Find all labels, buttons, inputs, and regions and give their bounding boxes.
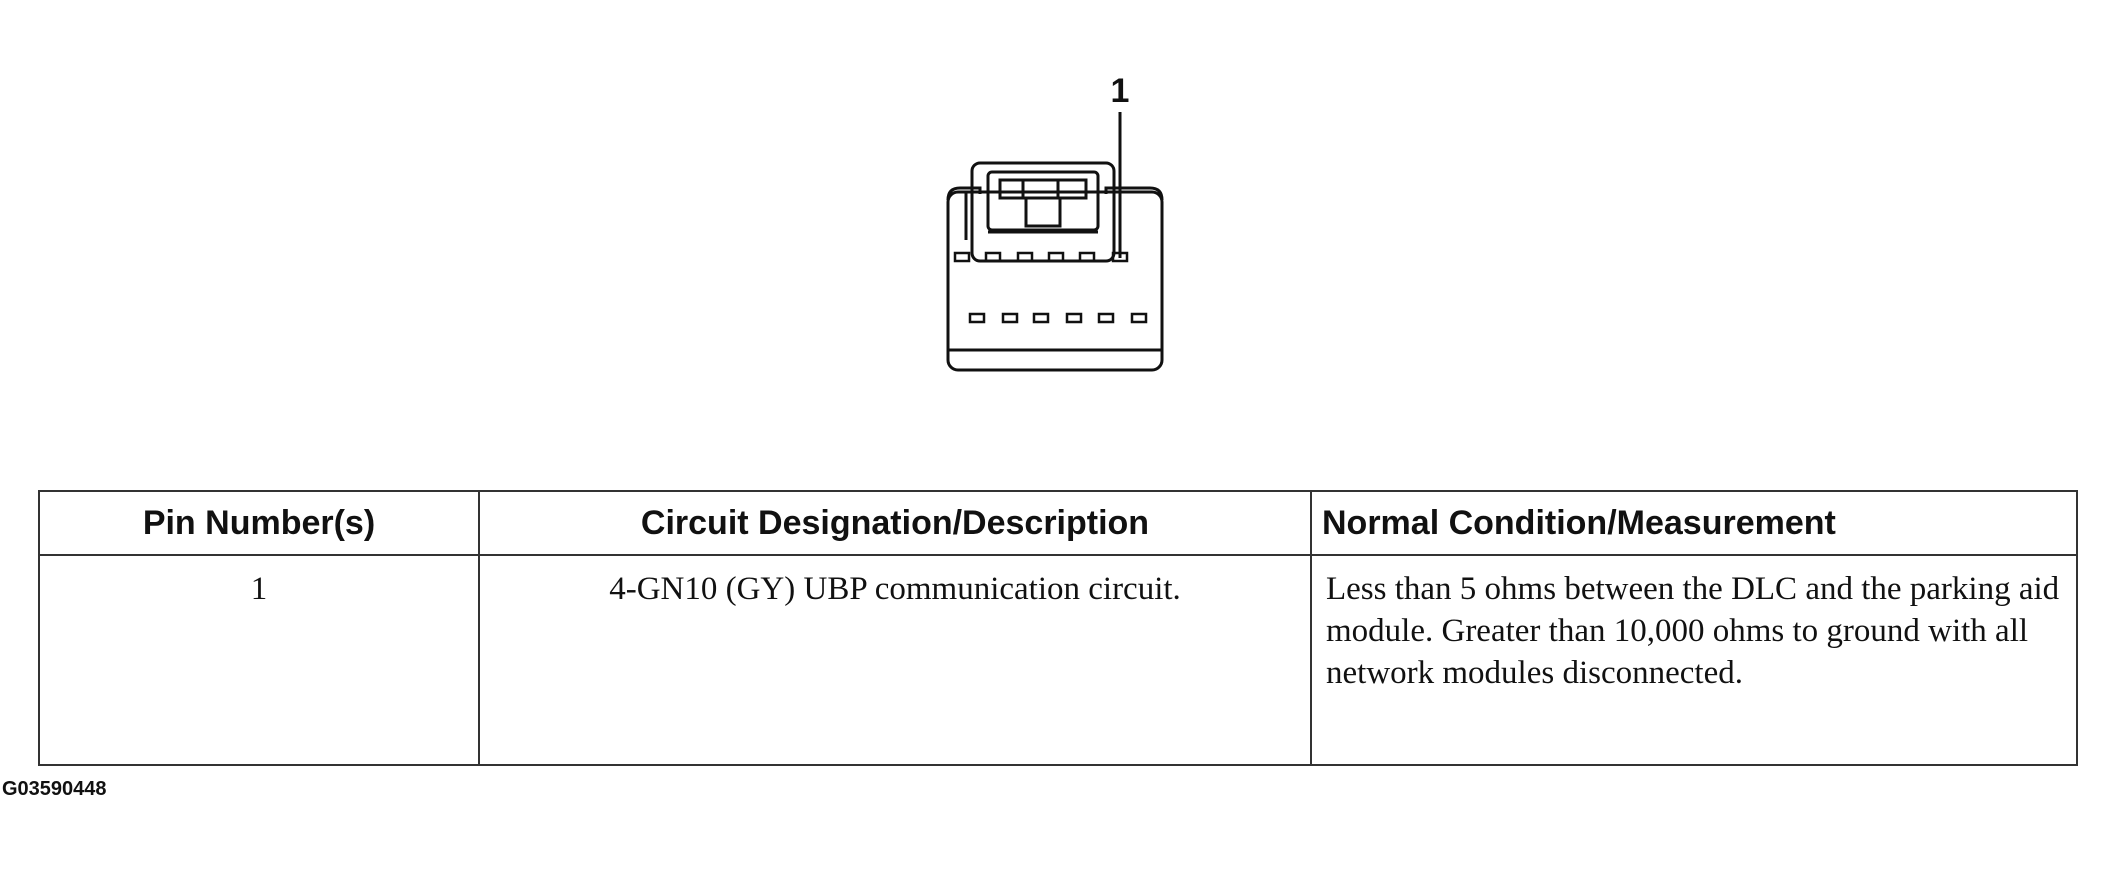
pin-cavity bbox=[1032, 312, 1050, 324]
pin-cavity bbox=[1047, 251, 1065, 263]
figure-id: G03590448 bbox=[2, 778, 107, 800]
table-row: 1 4-GN10 (GY) UBP communication circuit.… bbox=[38, 554, 2078, 766]
pin-cavity bbox=[953, 251, 971, 263]
table-header-row: Pin Number(s) Circuit Designation/Descri… bbox=[38, 490, 2078, 556]
connector-latch bbox=[970, 161, 1116, 263]
connector-body bbox=[946, 186, 1164, 372]
pin-cavity bbox=[984, 251, 1002, 263]
pin-callout-label: 1 bbox=[1111, 72, 1130, 110]
pin-cavity bbox=[1065, 312, 1083, 324]
pin-cavity bbox=[1130, 312, 1148, 324]
connector-diagram: 1 bbox=[930, 70, 1180, 380]
header-pin-numbers: Pin Number(s) bbox=[38, 490, 480, 556]
pin-cavity-1 bbox=[1111, 251, 1129, 263]
pin-description-table: Pin Number(s) Circuit Designation/Descri… bbox=[38, 490, 2078, 766]
header-normal-condition: Normal Condition/Measurement bbox=[1310, 490, 2078, 556]
cell-normal-condition: Less than 5 ohms between the DLC and the… bbox=[1310, 554, 2078, 766]
pin-row-bottom bbox=[968, 312, 1148, 324]
pin-cavity bbox=[968, 312, 986, 324]
pin-cavity bbox=[1078, 251, 1096, 263]
pin-cavity bbox=[1097, 312, 1115, 324]
cell-circuit-description: 4-GN10 (GY) UBP communication circuit. bbox=[478, 554, 1312, 766]
pin-cavity bbox=[1001, 312, 1019, 324]
pin-cavity bbox=[1016, 251, 1034, 263]
pin-row-top bbox=[953, 251, 1129, 263]
connector-drawing: 1 bbox=[946, 72, 1164, 372]
header-circuit-description: Circuit Designation/Description bbox=[478, 490, 1312, 556]
cell-pin-number: 1 bbox=[38, 554, 480, 766]
